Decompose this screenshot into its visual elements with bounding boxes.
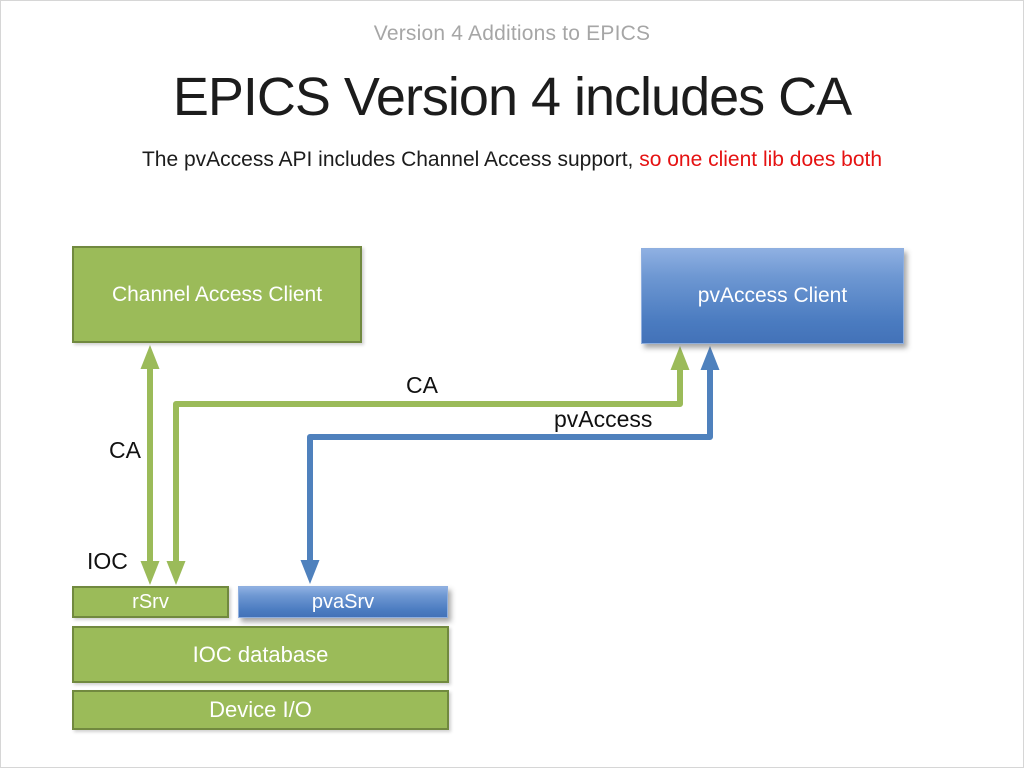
label-ca-top: CA	[406, 372, 438, 398]
arrow-pvaccess-elbow	[300, 346, 720, 584]
label-ca-left: CA	[109, 437, 141, 463]
pvaccess-client-box: pvAccess Client	[641, 248, 904, 344]
slide-header: Version 4 Additions to EPICS	[373, 22, 651, 45]
pvasrv-label: pvaSrv	[311, 590, 375, 613]
slide-subtitle: The pvAccess API includes Channel Access…	[0, 148, 1024, 172]
subtitle-black-text: The pvAccess API includes Channel Access…	[141, 148, 640, 171]
device-io-box: Device I/O	[72, 690, 449, 730]
label-ioc: IOC	[87, 548, 128, 574]
ioc-database-label: IOC database	[192, 641, 329, 667]
pvaccess-client-label: pvAccess Client	[697, 284, 848, 307]
label-pvaccess: pvAccess	[554, 406, 653, 432]
subtitle-red-text: so one client lib does both	[639, 148, 883, 171]
channel-access-client-label: Channel Access Client	[111, 282, 323, 306]
ioc-database-box: IOC database	[72, 626, 449, 683]
arrow-ca-vertical	[140, 345, 160, 585]
rsrv-box: rSrv	[72, 586, 229, 618]
channel-access-client-box: Channel Access Client	[72, 246, 362, 343]
device-io-label: Device I/O	[209, 697, 312, 722]
page-title: EPICS Version 4 includes CA	[172, 67, 852, 127]
rsrv-label: rSrv	[132, 590, 169, 613]
pvasrv-box: pvaSrv	[238, 586, 448, 618]
